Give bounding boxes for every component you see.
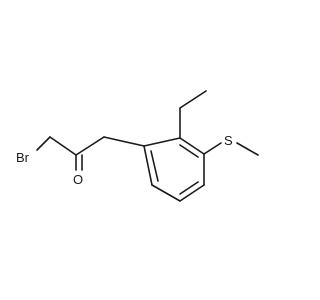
ring-bond-c6-c1 xyxy=(143,145,153,186)
ring-bond-c1-c2 xyxy=(143,137,181,147)
chemical-structure-diagram: Br O S xyxy=(16,90,259,202)
thioether-bond-ring-s xyxy=(203,142,222,155)
chain-bond-ring-ch2 xyxy=(103,136,145,147)
ethyl-bond-ch3 xyxy=(179,90,207,109)
sulfur-atom-label: S xyxy=(224,133,233,148)
ring-double-bond-c4-c5 xyxy=(179,181,199,195)
oxygen-atom-label: O xyxy=(73,172,83,187)
chain-bond-carbonyl-ch2 xyxy=(49,136,77,156)
ring-bond-c4-c5 xyxy=(179,184,205,202)
ring-double-bond-c2-c3 xyxy=(179,144,199,158)
chain-bond-ch2-br xyxy=(36,136,51,151)
bromine-atom-label: Br xyxy=(16,150,30,165)
ring-bond-c5-c6 xyxy=(151,184,181,202)
chain-bond-ch2-carbonyl xyxy=(75,136,105,156)
thioether-bond-s-methyl xyxy=(236,142,259,156)
ring-double-bond-c6-c1 xyxy=(150,150,159,182)
ring-bond-c2-c3 xyxy=(179,137,205,155)
